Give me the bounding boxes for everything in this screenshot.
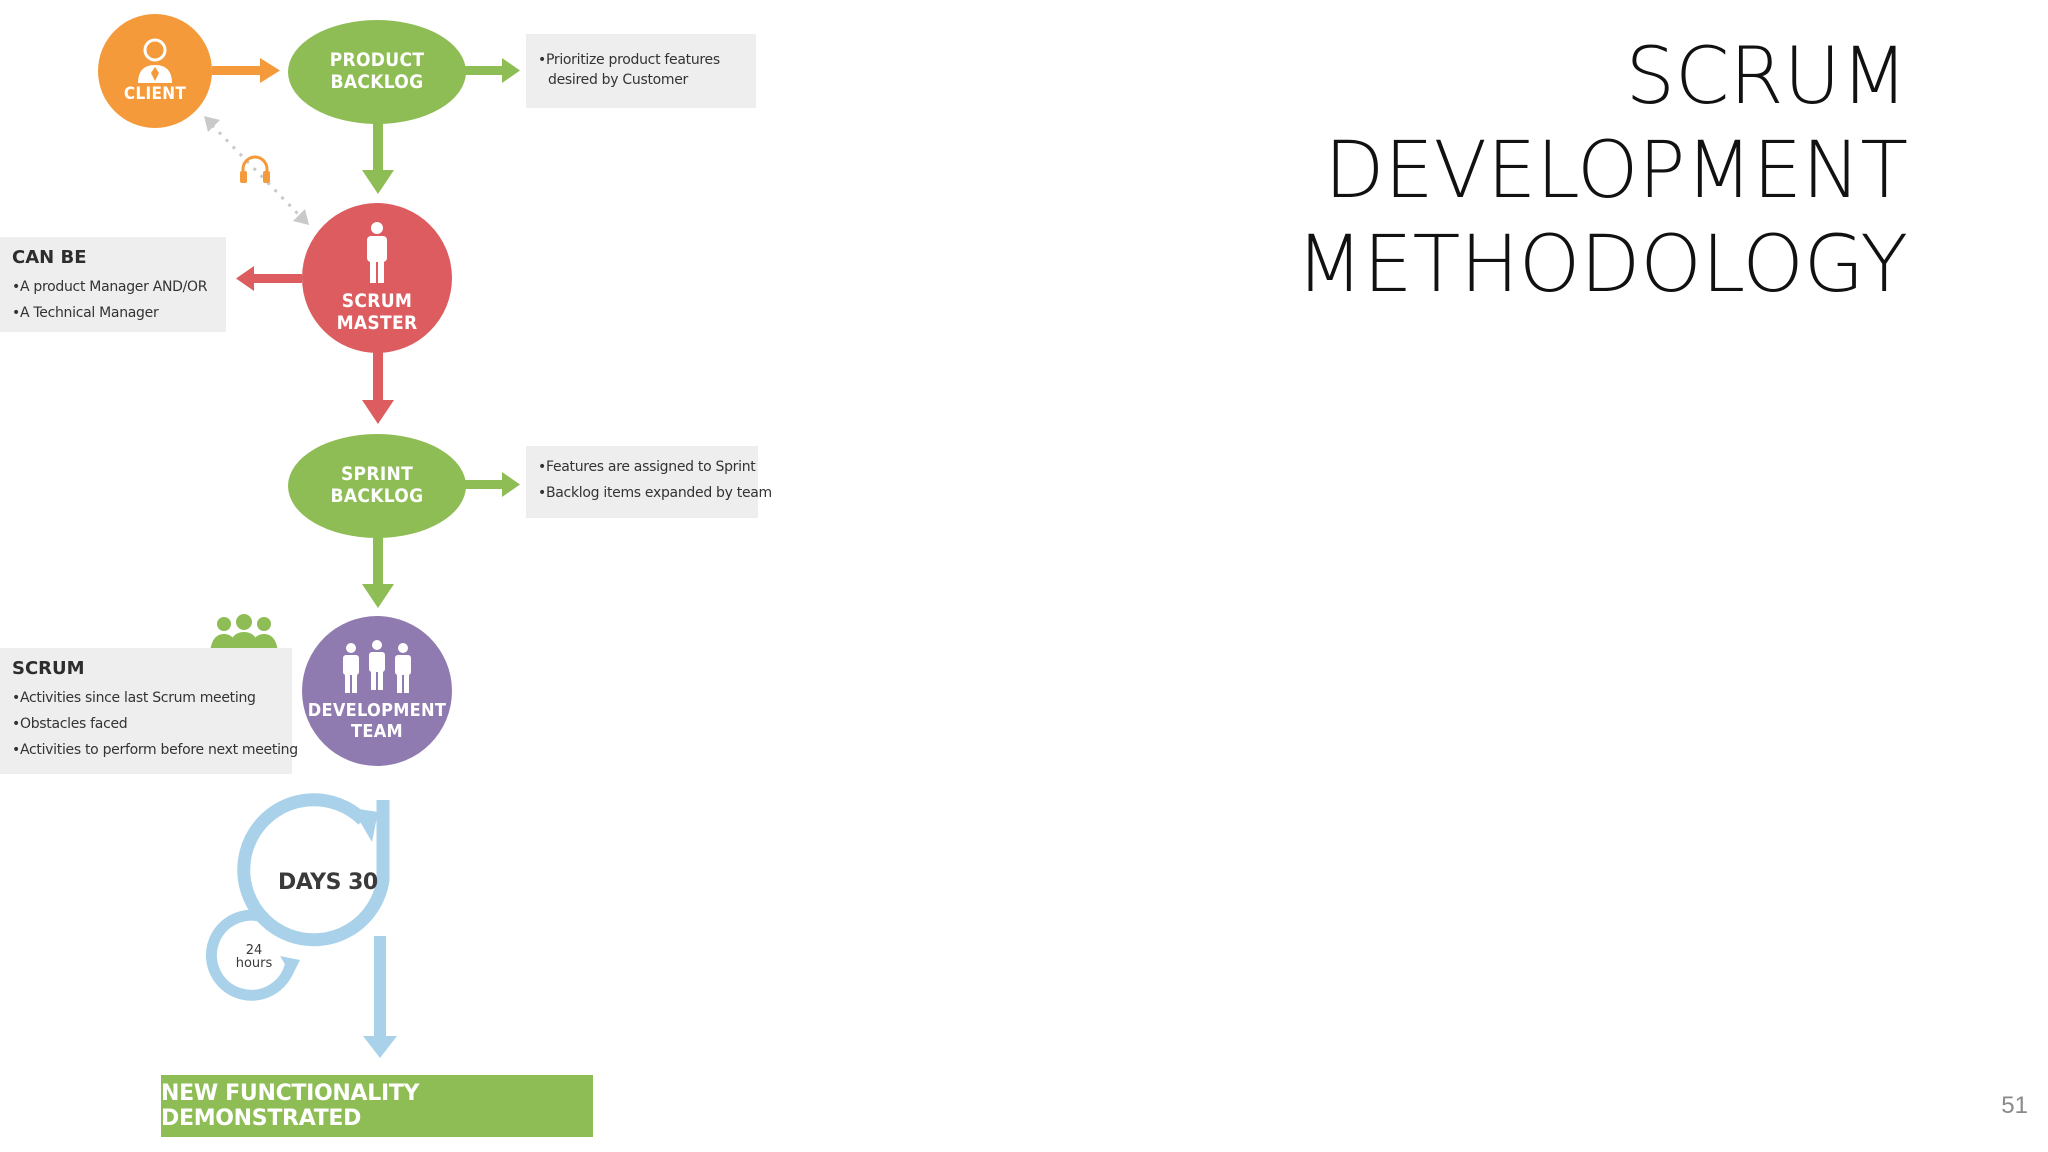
product-backlog-label-line-2: BACKLOG xyxy=(330,71,424,93)
can-be-item: A product Manager AND/OR xyxy=(12,274,214,300)
person-tie-icon xyxy=(138,38,172,84)
client-label: CLIENT xyxy=(123,84,187,105)
product-backlog-note: Prioritize product features desired by C… xyxy=(526,34,756,108)
team-icon xyxy=(343,640,411,694)
hours-24-value: 24 xyxy=(245,943,263,958)
product-backlog-note-line-1: Prioritize product features xyxy=(538,50,744,70)
sprint-backlog-label-line-2: BACKLOG xyxy=(330,485,424,507)
scrum-meeting-heading: SCRUM xyxy=(12,658,85,679)
can-be-heading: CAN BE xyxy=(12,247,87,268)
arrow-scrum-master-to-can-be xyxy=(236,266,302,291)
arrow-product-backlog-to-note xyxy=(464,58,520,83)
arrow-scrum-master-to-sprint-backlog xyxy=(362,352,394,424)
sprint-backlog-node: SPRINT BACKLOG xyxy=(288,434,466,538)
cycle-30-days xyxy=(237,793,390,947)
title-line-1: SCRUM xyxy=(1625,32,1908,122)
scrum-meeting-item: Activities to perform before next meetin… xyxy=(12,737,298,763)
arrow-sprint-backlog-to-dev-team xyxy=(362,536,394,608)
scrum-master-node: SCRUM MASTER xyxy=(302,203,452,353)
hours-24-unit: hours xyxy=(235,956,273,971)
arrow-sprint-backlog-to-note xyxy=(464,472,520,497)
scrum-master-label-line-1: SCRUM xyxy=(341,290,413,313)
group-icon xyxy=(210,614,278,652)
product-backlog-note-line-2: desired by Customer xyxy=(548,72,689,88)
cycle-30-arrowhead xyxy=(352,808,378,842)
new-functionality-demonstrated-banner: NEW FUNCTIONALITY DEMONSTRATED xyxy=(161,1075,593,1137)
sprint-backlog-note-item: Backlog items expanded by team xyxy=(538,480,772,506)
arrow-cycle-to-final xyxy=(363,936,397,1058)
product-backlog-label-line-1: PRODUCT xyxy=(329,49,425,72)
arrow-client-to-product-backlog xyxy=(212,58,280,83)
person-icon xyxy=(367,222,387,284)
scrum-meeting-box: SCRUM Activities since last Scrum meetin… xyxy=(0,648,298,774)
arrow-product-backlog-to-scrum-master xyxy=(362,122,394,194)
can-be-item: A Technical Manager xyxy=(12,300,214,326)
development-team-label-line-2: TEAM xyxy=(351,721,403,742)
product-backlog-node: PRODUCT BACKLOG xyxy=(288,20,466,124)
title-line-3: METHODOLOGY xyxy=(1295,220,1908,310)
development-team-label-line-1: DEVELOPMENT xyxy=(307,700,447,722)
scrum-master-label-line-2: MASTER xyxy=(336,312,418,334)
days-30-label: DAYS 30 xyxy=(278,870,378,895)
development-team-node: DEVELOPMENT TEAM xyxy=(302,616,452,766)
cycle-24-hours xyxy=(205,909,296,1001)
page-number: 51 xyxy=(2001,1092,2028,1119)
sprint-backlog-note-item: Features are assigned to Sprint xyxy=(538,454,756,480)
scrum-meeting-item: Obstacles faced xyxy=(12,711,280,737)
dotted-link-client-scrum-master xyxy=(204,116,309,225)
headset-icon xyxy=(240,155,270,183)
title-line-2: DEVELOPMENT xyxy=(1324,126,1908,216)
cycle-24-arrowhead xyxy=(280,956,300,976)
sprint-backlog-note: Features are assigned to Sprint Backlog … xyxy=(526,446,772,518)
can-be-box: CAN BE A product Manager AND/OR A Techni… xyxy=(0,237,226,332)
hours-24-label: 24 hours xyxy=(232,944,276,970)
scrum-meeting-item: Activities since last Scrum meeting xyxy=(12,685,280,711)
client-node: CLIENT xyxy=(98,14,212,128)
sprint-backlog-label-line-1: SPRINT xyxy=(340,463,414,486)
slide-title: SCRUM DEVELOPMENT METHODOLOGY xyxy=(1008,30,1908,312)
